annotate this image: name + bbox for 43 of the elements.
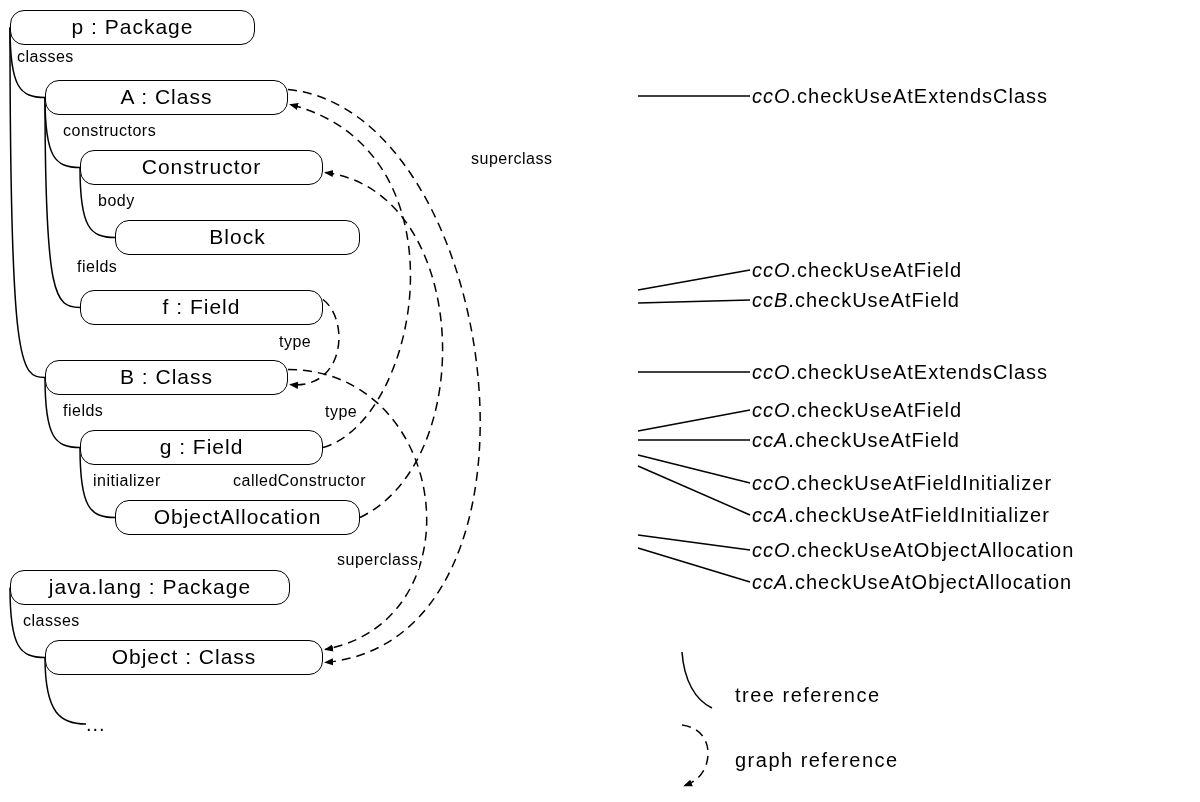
object-box: Object : Class bbox=[45, 640, 323, 675]
method-call-text: ccO.checkUseAtField bbox=[752, 398, 963, 422]
legend-label: tree reference bbox=[735, 684, 881, 707]
graph-reference-arrow bbox=[324, 171, 443, 519]
object-box: Block bbox=[115, 220, 360, 255]
object-box: java.lang : Package bbox=[10, 570, 290, 605]
object-box: p : Package bbox=[10, 10, 255, 45]
method-call-text: ccO.checkUseAtField bbox=[752, 258, 963, 282]
object-box: ObjectAllocation bbox=[115, 500, 360, 535]
edge-label: superclass bbox=[336, 551, 420, 569]
graph-reference-arrow bbox=[287, 368, 427, 651]
edge-label: type bbox=[278, 333, 313, 351]
legend-label: graph reference bbox=[735, 749, 899, 772]
connector-line bbox=[637, 547, 751, 583]
method-call-text: ccO.checkUseAtExtendsClass bbox=[752, 360, 1049, 384]
method-call-text: ccO.checkUseAtExtendsClass bbox=[752, 84, 1049, 108]
object-box: g : Field bbox=[80, 430, 323, 465]
connector-line bbox=[637, 299, 751, 304]
connector-line bbox=[637, 465, 751, 516]
edge-label: body bbox=[97, 192, 136, 210]
ellipsis-text: ... bbox=[86, 712, 106, 736]
method-call-text: ccO.checkUseAtObjectAllocation bbox=[752, 538, 1075, 562]
graph-reference-arrow bbox=[289, 298, 340, 388]
method-call-text: ccB.checkUseAtField bbox=[752, 288, 960, 312]
edge-label: superclass bbox=[470, 150, 554, 168]
object-box: A : Class bbox=[45, 80, 288, 115]
method-call-text: ccA.checkUseAtObjectAllocation bbox=[752, 570, 1073, 594]
object-box: Constructor bbox=[80, 150, 323, 185]
method-call-text: ccA.checkUseAtField bbox=[752, 428, 960, 452]
connector-line bbox=[637, 95, 751, 97]
graph-reference-arrow bbox=[289, 103, 412, 449]
graph-reference-arrow bbox=[287, 88, 481, 664]
connector-line bbox=[637, 409, 751, 432]
connector-line bbox=[637, 454, 751, 484]
connector-line bbox=[637, 439, 751, 441]
edge-label: type bbox=[324, 403, 359, 421]
object-box: B : Class bbox=[45, 360, 288, 395]
method-call-text: ccA.checkUseAtFieldInitializer bbox=[752, 503, 1050, 527]
connector-line bbox=[637, 371, 751, 373]
object-box: f : Field bbox=[80, 290, 323, 325]
method-call-text: ccO.checkUseAtFieldInitializer bbox=[752, 471, 1053, 495]
connector-line bbox=[637, 534, 751, 551]
connector-line bbox=[637, 269, 751, 291]
